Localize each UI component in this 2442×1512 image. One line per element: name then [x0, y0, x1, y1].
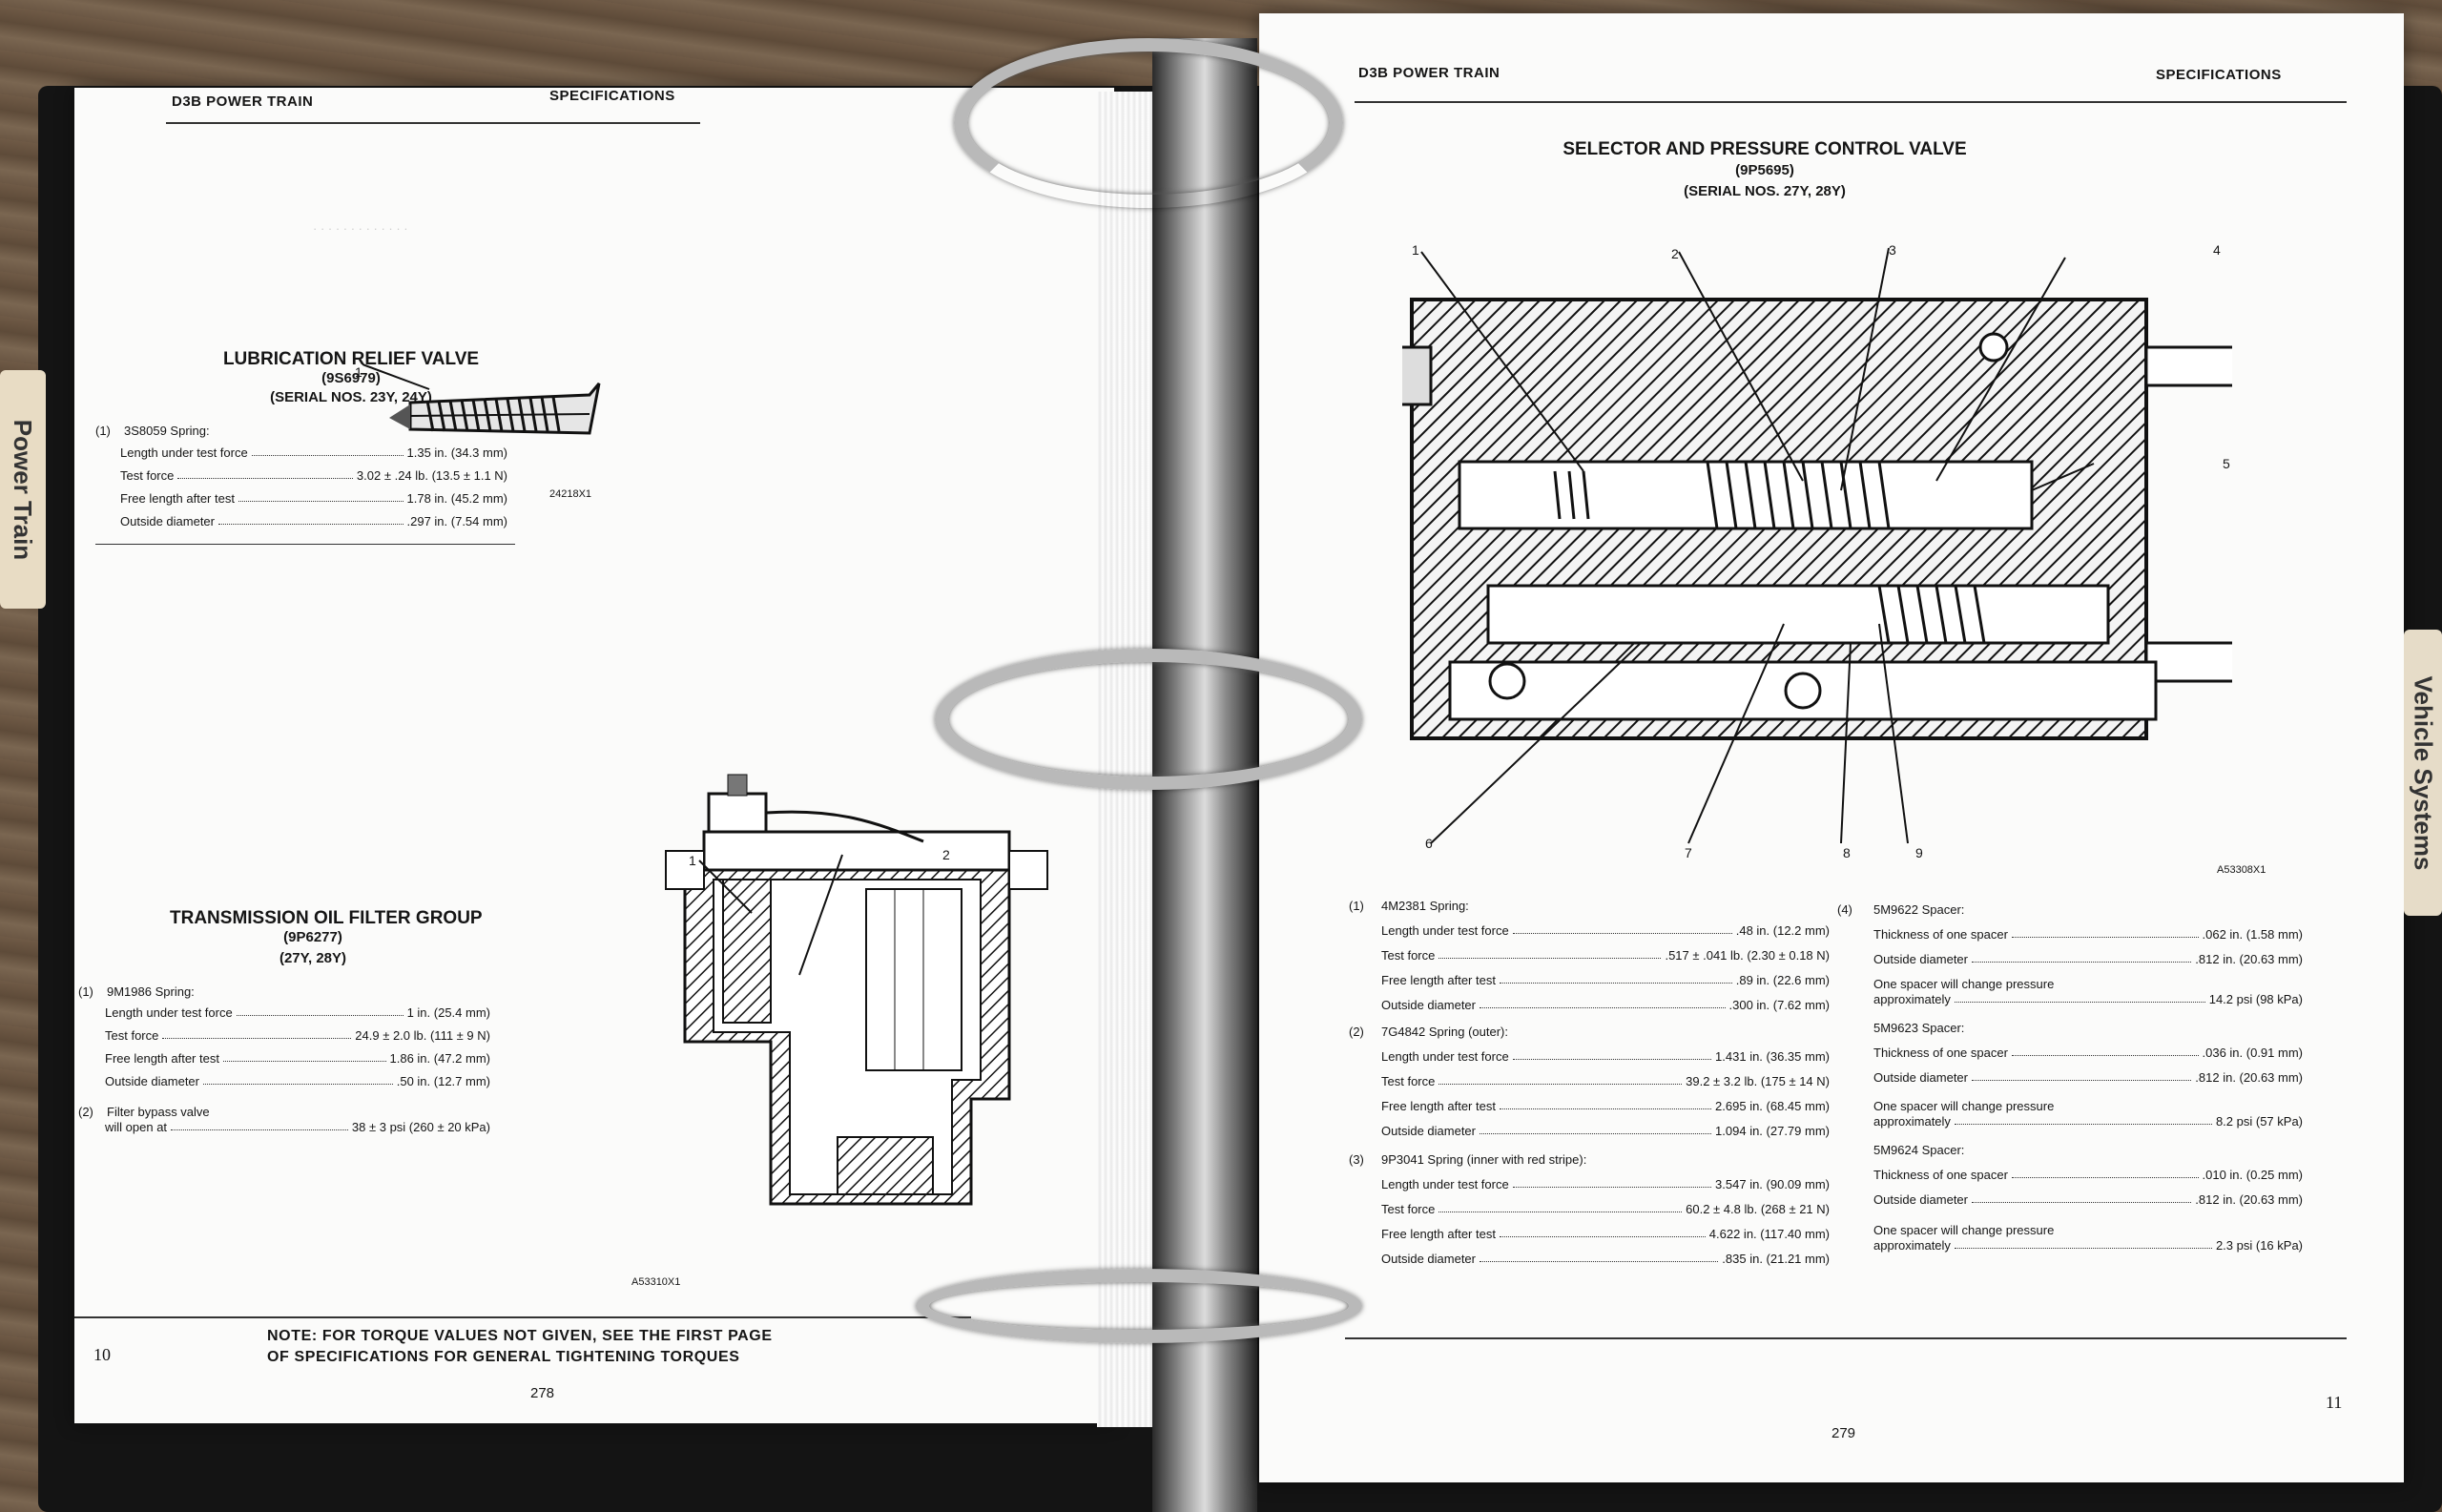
spec-row: Length under test force.48 in. (12.2 mm) — [1381, 923, 1830, 938]
spacer-header: 5M9624 Spacer: — [1873, 1143, 1965, 1157]
left-page: D3B POWER TRAIN SPECIFICATIONS · · · · ·… — [74, 88, 1114, 1423]
right-page-number: 279 — [1832, 1425, 1856, 1441]
selector-callout-1: 1 — [1412, 242, 1419, 258]
pressure-label: One spacer will change pressure — [1873, 1099, 2055, 1113]
binder-ring-top — [954, 38, 1343, 208]
filter-group-serial: (27Y, 28Y) — [279, 950, 347, 966]
item4-number: (4) — [1837, 902, 1852, 917]
pressure-label: One spacer will change pressure — [1873, 977, 2055, 991]
selector-callout-7: 7 — [1685, 845, 1692, 860]
selector-valve-part: (9P5695) — [1735, 162, 1794, 178]
filter-group-title: TRANSMISSION OIL FILTER GROUP — [170, 908, 483, 928]
header-rule — [166, 122, 700, 124]
tab-power-train[interactable]: Power Train — [0, 370, 46, 609]
selector-figure-id: A53308X1 — [2217, 864, 2266, 876]
header-rule — [1355, 101, 2347, 103]
lube-callout-1: 1 — [355, 364, 362, 380]
item1-number: (1) — [1349, 899, 1364, 913]
left-page-number: 278 — [530, 1385, 555, 1401]
left-page-number-small: 10 — [93, 1345, 111, 1364]
lube-valve-part: (9S6979) — [321, 370, 381, 386]
spec-row: Outside diameter.300 in. (7.62 mm) — [1381, 998, 1830, 1012]
spec-row: Outside diameter.812 in. (20.63 mm) — [1873, 952, 2303, 966]
lube-valve-serial: (SERIAL NOS. 23Y, 24Y) — [270, 389, 432, 405]
right-page-number-small: 11 — [2326, 1393, 2343, 1412]
footer-rule — [1345, 1337, 2347, 1339]
lube-figure-id: 24218X1 — [549, 488, 592, 500]
left-header-section: SPECIFICATIONS — [549, 88, 675, 104]
bleedthrough-text: · · · · · · · · · · · · · — [313, 221, 408, 236]
right-header-section: SPECIFICATIONS — [2156, 67, 2282, 83]
selector-callout-4: 4 — [2213, 242, 2221, 258]
spec-row: Outside diameter.835 in. (21.21 mm) — [1381, 1252, 1830, 1266]
selector-valve-serial: (SERIAL NOS. 27Y, 28Y) — [1684, 183, 1846, 199]
selector-callout-8: 8 — [1843, 845, 1851, 860]
spec-row: Outside diameter.297 in. (7.54 mm) — [120, 514, 507, 528]
selector-callout-6: 6 — [1425, 836, 1433, 851]
selector-valve-title: SELECTOR AND PRESSURE CONTROL VALVE — [1562, 139, 1967, 159]
spec-row: Thickness of one spacer.062 in. (1.58 mm… — [1873, 927, 2303, 942]
pressure-label: One spacer will change pressure — [1873, 1223, 2055, 1237]
filter-item2-label: Filter bypass valve — [107, 1105, 210, 1119]
right-header-title: D3B POWER TRAIN — [1358, 65, 1500, 81]
spacer-header: 5M9623 Spacer: — [1873, 1021, 1965, 1035]
spec-row: Free length after test.89 in. (22.6 mm) — [1381, 973, 1830, 987]
right-page: D3B POWER TRAIN SPECIFICATIONS SELECTOR … — [1259, 13, 2404, 1482]
tab-vehicle-systems[interactable]: Vehicle Systems — [2404, 630, 2442, 916]
spec-row: Test force.517 ± .041 lb. (2.30 ± 0.18 N… — [1381, 948, 1830, 963]
selector-callout-3: 3 — [1889, 242, 1896, 258]
torque-note-line1: NOTE: FOR TORQUE VALUES NOT GIVEN, SEE T… — [267, 1328, 773, 1344]
item3-number: (3) — [1349, 1152, 1364, 1167]
item2-number: (2) — [1349, 1025, 1364, 1039]
item1-name: 4M2381 Spring: — [1381, 899, 1469, 913]
filter-item1-number: (1) — [78, 984, 93, 999]
binder-ring-middle — [935, 649, 1362, 790]
spec-row: Thickness of one spacer.010 in. (0.25 mm… — [1873, 1168, 2303, 1182]
filter-group-part: (9P6277) — [283, 929, 342, 945]
item4-name: 5M9622 Spacer: — [1873, 902, 1965, 917]
selector-callout-5: 5 — [2223, 456, 2230, 471]
lube-item-name: 3S8059 Spring: — [124, 424, 210, 438]
selector-valve-diagram — [1402, 247, 2232, 844]
selector-callout-2: 2 — [1671, 246, 1679, 261]
item2-name: 7G4842 Spring (outer): — [1381, 1025, 1508, 1039]
spec-row: Outside diameter.812 in. (20.63 mm) — [1873, 1192, 2303, 1207]
filter-group-diagram — [665, 774, 1048, 1206]
spec-row: Thickness of one spacer.036 in. (0.91 mm… — [1873, 1046, 2303, 1060]
torque-note-line2: OF SPECIFICATIONS FOR GENERAL TIGHTENING… — [267, 1349, 740, 1365]
lube-item-number: (1) — [95, 424, 111, 438]
filter-callout-2: 2 — [942, 847, 950, 862]
lube-valve-title: LUBRICATION RELIEF VALVE — [222, 349, 480, 369]
filter-item2-number: (2) — [78, 1105, 93, 1119]
footer-rule — [74, 1316, 971, 1318]
binder-ring-bottom — [916, 1269, 1362, 1343]
filter-callout-1: 1 — [689, 853, 696, 868]
item3-name: 9P3041 Spring (inner with red stripe): — [1381, 1152, 1587, 1167]
filter-figure-id: A53310X1 — [631, 1276, 681, 1288]
selector-callout-9: 9 — [1915, 845, 1923, 860]
spec-row: Outside diameter.812 in. (20.63 mm) — [1873, 1070, 2303, 1085]
left-header-title: D3B POWER TRAIN — [172, 93, 314, 110]
spec-row: Outside diameter.50 in. (12.7 mm) — [105, 1074, 490, 1088]
section-rule — [95, 544, 515, 545]
filter-item1-name: 9M1986 Spring: — [107, 984, 195, 999]
lube-valve-diagram — [362, 363, 601, 435]
